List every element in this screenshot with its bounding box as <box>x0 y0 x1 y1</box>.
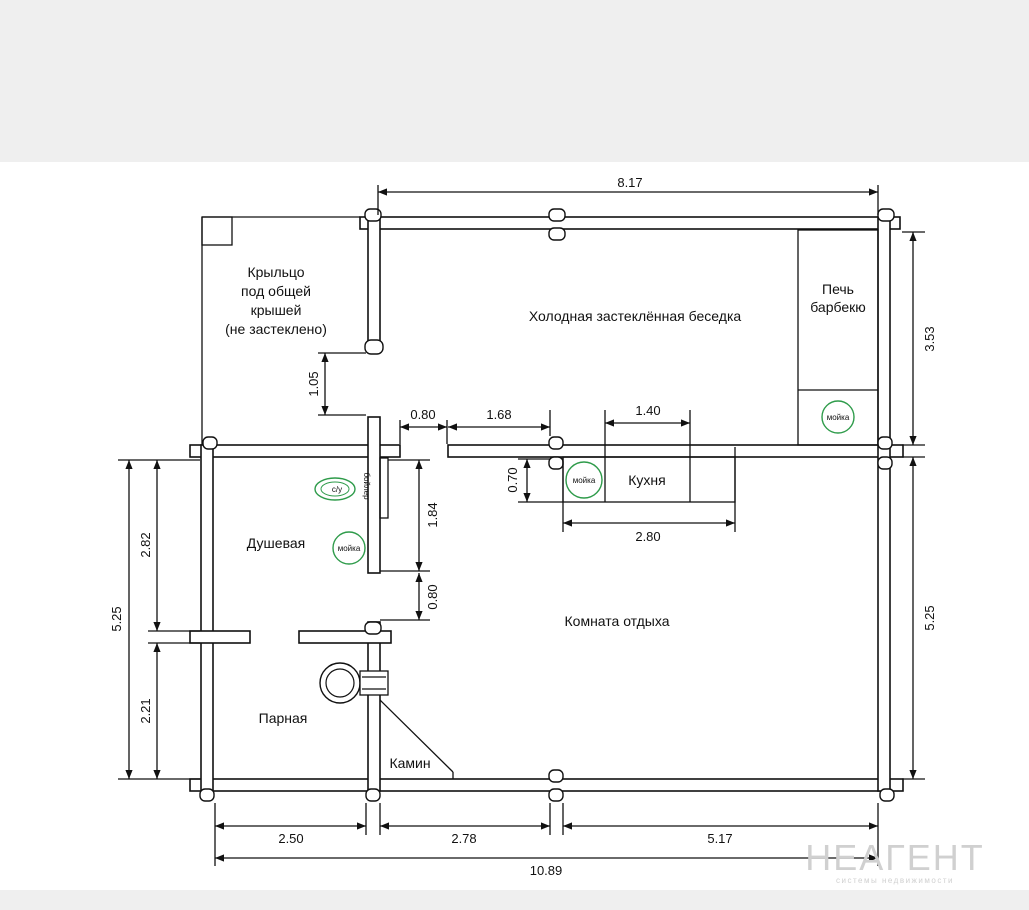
gazebo-label: Холодная застеклённая беседка <box>529 308 742 324</box>
svg-text:под общей: под общей <box>241 283 311 299</box>
sink-icon: мойка <box>821 400 855 434</box>
dim-bottom-left: 2.50 <box>278 831 303 846</box>
svg-text:НЕАГЕНТ: НЕАГЕНТ <box>805 837 985 878</box>
dim-shower-height: 2.82 <box>138 532 153 557</box>
fireplace-label: Камин <box>389 755 430 771</box>
watermark-logo: НЕАГЕНТ системы недвижимости <box>805 837 985 885</box>
dim-shower-door: 0.80 <box>425 584 440 609</box>
drawing-sheet <box>0 162 1029 890</box>
svg-text:мойка: мойка <box>827 413 850 422</box>
dim-shower-partition: 1.84 <box>425 502 440 527</box>
svg-text:мойка: мойка <box>573 476 596 485</box>
toilet-icon: с/у <box>314 477 356 501</box>
dim-right-upper: 3.53 <box>922 326 937 351</box>
dim-left-total: 5.25 <box>109 606 124 631</box>
bbq-label: Печь барбекю <box>810 281 866 315</box>
sauna-label: Парная <box>259 710 308 726</box>
walls <box>189 216 904 792</box>
dim-porch-opening: 1.05 <box>306 371 321 396</box>
dim-kitchen-width: 2.80 <box>635 529 660 544</box>
sink-icon: мойка <box>332 531 366 565</box>
svg-text:крышей: крышей <box>251 302 302 318</box>
boiler-label: бойлер <box>362 472 371 500</box>
dim-door-width: 0.80 <box>410 407 435 422</box>
dim-bottom-total: 10.89 <box>530 863 563 878</box>
svg-text:с/у: с/у <box>332 485 342 494</box>
sauna-stove <box>319 662 389 704</box>
dim-right-lower: 5.25 <box>922 605 937 630</box>
porch-label: Крыльцо под общей крышей (не застеклено) <box>225 264 327 337</box>
dim-kitchen-top: 1.40 <box>635 403 660 418</box>
porch-outline <box>201 216 360 445</box>
svg-text:системы недвижимости: системы недвижимости <box>836 876 954 885</box>
kitchen-label: Кухня <box>628 472 665 488</box>
dim-kitchen-depth: 0.70 <box>505 467 520 492</box>
svg-text:Крыльцо: Крыльцо <box>247 264 304 280</box>
lounge-label: Комната отдыха <box>565 613 670 629</box>
svg-text:Печь: Печь <box>822 281 854 297</box>
boiler-panel <box>379 457 389 519</box>
dimension-lines <box>118 185 925 866</box>
sink-icon: мойка <box>565 461 603 499</box>
svg-text:(не застеклено): (не застеклено) <box>225 321 327 337</box>
dim-top-total: 8.17 <box>617 175 642 190</box>
svg-text:барбекю: барбекю <box>810 299 866 315</box>
bbq-oven <box>797 229 879 446</box>
dim-bottom-right: 5.17 <box>707 831 732 846</box>
dimension-labels: 8.17 3.53 5.25 5.25 2.82 2.21 1.05 0.80 … <box>109 175 937 878</box>
dim-partition: 1.68 <box>486 407 511 422</box>
dim-bottom-mid: 2.78 <box>451 831 476 846</box>
dim-sauna-height: 2.21 <box>138 698 153 723</box>
shower-label: Душевая <box>247 535 305 551</box>
fireplace-shape <box>379 699 454 779</box>
svg-text:мойка: мойка <box>338 544 361 553</box>
